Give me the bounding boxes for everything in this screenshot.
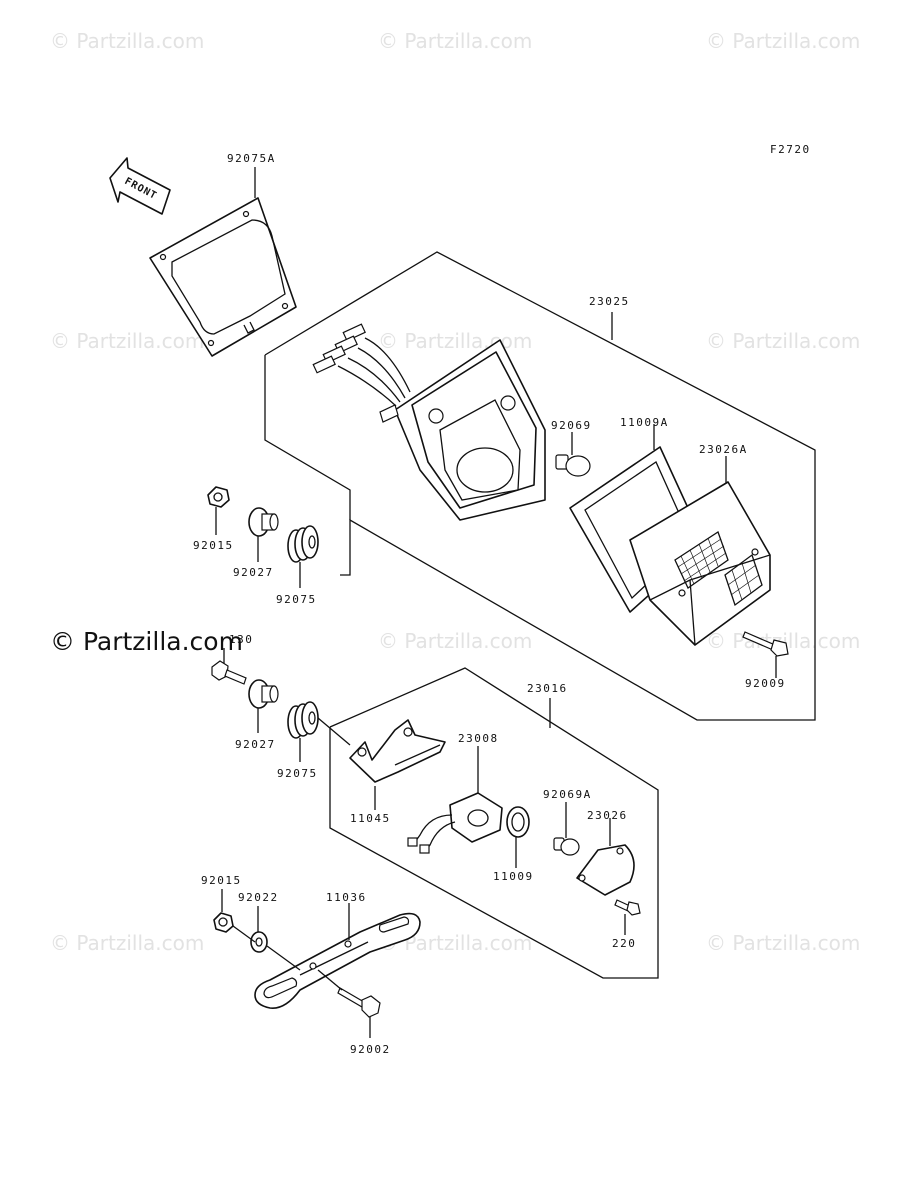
part-wiring-harness: [312, 323, 411, 407]
housing-bulb-socket: [456, 447, 514, 493]
guide-line: [317, 969, 343, 991]
gasket-inner-opening: [171, 219, 286, 335]
guide-line: [232, 925, 256, 943]
part-number-23026A: 23026A: [699, 443, 748, 456]
part-number-92069A: 92069A: [543, 788, 592, 801]
lens-screw-hole: [751, 548, 759, 556]
part-number-11045: 11045: [350, 812, 391, 825]
connector-icon: [342, 323, 366, 342]
part-nut-92015-top: [207, 486, 230, 508]
part-number-92015-top: 92015: [193, 539, 234, 552]
gasket-outline: [149, 197, 297, 357]
part-bulb-92069A: [553, 837, 580, 856]
guide-line: [317, 717, 351, 746]
part-number-92022: 92022: [238, 891, 279, 904]
housing-mount-boss: [428, 408, 444, 424]
front-arrow-icon: [109, 157, 171, 215]
part-bolt-92002: [337, 987, 381, 1018]
guide-line: [266, 945, 301, 971]
figure-code: F2720: [770, 143, 811, 156]
gasket-notch: [243, 321, 255, 334]
part-number-130: 130: [229, 633, 253, 646]
part-plate-bracket-11036: [254, 912, 421, 1009]
part-number-220: 220: [612, 937, 636, 950]
part-number-92075-top: 92075: [276, 593, 317, 606]
part-collar-92027-top: [248, 507, 279, 537]
watermark: © Partzilla.com: [50, 931, 204, 955]
part-number-92027-mid: 92027: [235, 738, 276, 751]
part-number-11009: 11009: [493, 870, 534, 883]
part-bracket-11045: [349, 719, 446, 783]
part-number-92009: 92009: [745, 677, 786, 690]
lens-reflector-grid: [674, 531, 763, 607]
housing-reflector: [439, 399, 521, 501]
housing-rim: [411, 351, 537, 509]
watermark: © Partzilla.com: [706, 931, 860, 955]
gasket-hole: [281, 302, 289, 310]
part-number-23008: 23008: [458, 732, 499, 745]
watermark: © Partzilla.com: [706, 329, 860, 353]
connector-icon: [312, 355, 336, 374]
watermark: © Partzilla.com: [378, 329, 532, 353]
assembly-outline-23025: [264, 251, 816, 721]
part-number-92069: 92069: [551, 419, 592, 432]
part-number-92027-top: 92027: [233, 566, 274, 579]
part-number-92002: 92002: [350, 1043, 391, 1056]
gasket-hole: [207, 339, 215, 347]
gasket-hole: [242, 210, 250, 218]
part-collar-92027-mid: [248, 679, 279, 709]
part-number-23026: 23026: [587, 809, 628, 822]
watermark: © Partzilla.com: [706, 29, 860, 53]
part-lens-23026: [576, 844, 635, 896]
part-washer-92022: [250, 931, 268, 953]
gasket-hole: [159, 253, 167, 261]
part-number-23025: 23025: [589, 295, 630, 308]
part-lens-23026A: [629, 481, 771, 646]
watermark: © Partzilla.com: [50, 29, 204, 53]
assembly-outline-23025-left: [264, 355, 351, 520]
housing-mount-boss: [500, 395, 516, 411]
watermark: © Partzilla.com: [378, 29, 532, 53]
housing-stud: [379, 404, 399, 423]
assembly-outline-23016: [329, 667, 659, 979]
part-grommet-92075-top: [287, 525, 319, 563]
part-bolt-130: [211, 660, 247, 685]
part-tail-light-housing: [379, 339, 546, 521]
part-number-92075A: 92075A: [227, 152, 276, 165]
lens-screw-hole: [678, 589, 686, 597]
part-gasket-92075A: [149, 197, 297, 357]
watermark-main: © Partzilla.com: [50, 627, 243, 656]
part-oring-11009: [506, 806, 530, 838]
part-number-11036: 11036: [326, 891, 367, 904]
part-socket-23008: [407, 792, 503, 854]
part-bulb-92069: [555, 454, 591, 477]
part-number-11009A: 11009A: [620, 416, 669, 429]
part-nut-92015-bottom: [213, 912, 234, 933]
part-screw-92009: [742, 631, 789, 657]
part-screw-220: [614, 899, 641, 916]
part-number-92075-mid: 92075: [277, 767, 318, 780]
watermark: © Partzilla.com: [378, 629, 532, 653]
front-direction-arrow: FRONT: [109, 157, 171, 215]
part-number-23016: 23016: [527, 682, 568, 695]
watermark: © Partzilla.com: [50, 329, 204, 353]
part-number-92015-bottom: 92015: [201, 874, 242, 887]
part-grommet-92075-mid: [287, 701, 319, 739]
